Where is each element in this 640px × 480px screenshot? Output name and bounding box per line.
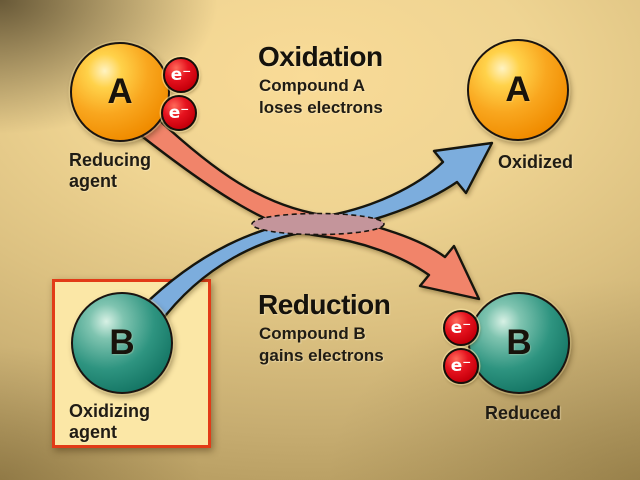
oxidation-arrow xyxy=(137,116,481,301)
electron-icon: e⁻ xyxy=(161,95,197,131)
reduction-desc-line2: gains electrons xyxy=(259,346,384,365)
oxidation-description: Compound A loses electrons xyxy=(259,75,383,119)
compound-a-letter: A xyxy=(505,70,531,109)
reduction-title: Reduction xyxy=(258,289,391,320)
arrow-overlap-region xyxy=(251,212,385,236)
electron-icon: e⁻ xyxy=(443,310,479,346)
compound-b-letter: B xyxy=(109,323,135,362)
sphere-compound-b-reduced: B xyxy=(468,292,570,394)
oxidizing-agent-label: Oxidizing agent xyxy=(69,401,150,442)
sphere-compound-a-reducing: A xyxy=(70,42,170,142)
oxidation-title: Oxidation xyxy=(258,41,383,72)
sphere-compound-a-oxidized: A xyxy=(467,39,569,141)
compound-a-letter: A xyxy=(107,72,133,111)
reduction-arrow xyxy=(139,141,494,326)
reducing-agent-label: Reducing agent xyxy=(69,150,152,191)
electron-icon: e⁻ xyxy=(163,57,199,93)
oxidation-desc-line1: Compound A xyxy=(259,76,366,95)
reduction-desc-line1: Compound B xyxy=(259,324,366,343)
sphere-compound-b-oxidizing: B xyxy=(71,292,173,394)
oxidation-desc-line2: loses electrons xyxy=(259,98,383,117)
reduced-label: Reduced xyxy=(485,403,562,423)
oxidized-label: Oxidized xyxy=(498,152,574,172)
compound-b-letter: B xyxy=(506,323,532,362)
reduction-description: Compound B gains electrons xyxy=(259,323,384,367)
electron-icon: e⁻ xyxy=(443,348,479,384)
